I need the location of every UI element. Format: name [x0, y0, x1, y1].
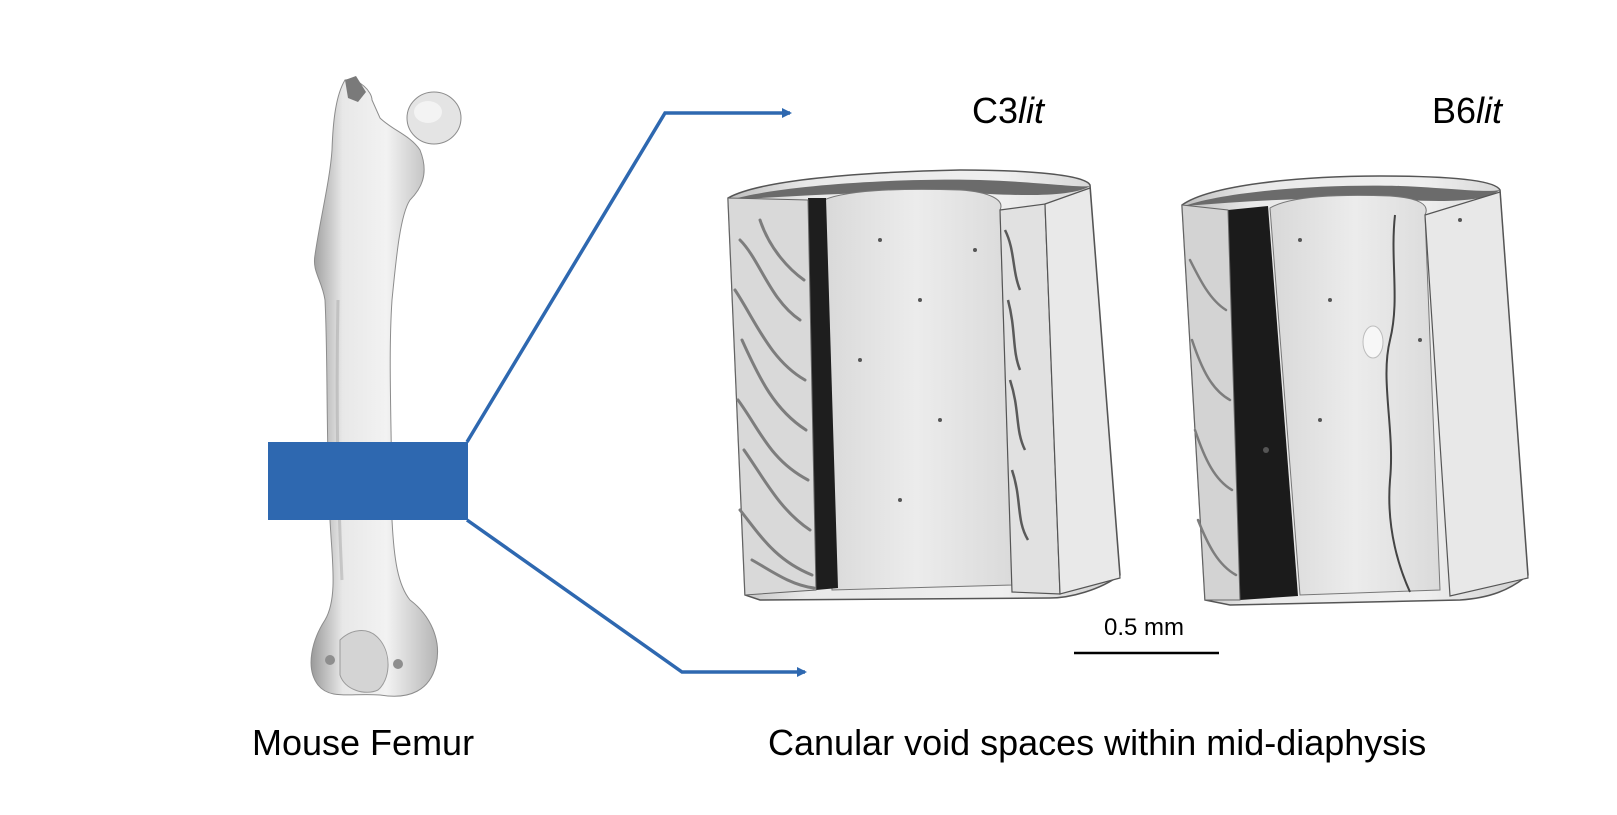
panel-title-b6lit: B6lit: [1432, 90, 1502, 132]
mid-diaphysis-highlight: [268, 442, 468, 520]
condyle-pit-left: [325, 655, 335, 665]
b6lit-left-strip: [1181, 204, 1241, 601]
panel-title-c3lit-suffix: lit: [1018, 90, 1045, 131]
c3lit-pores: [858, 238, 977, 502]
b6lit-cut-edge: [1228, 206, 1298, 600]
condyle-pit-right: [393, 659, 403, 669]
c3lit-strip-canals: [1003, 229, 1030, 541]
b6lit-pores: [1263, 218, 1462, 453]
femoral-head-highlight: [414, 101, 442, 123]
femur-caption: Mouse Femur: [252, 722, 475, 763]
c3lit-cut-edge: [808, 198, 838, 590]
greater-trochanter: [345, 76, 366, 102]
c3lit-canals: [733, 218, 816, 590]
b6lit-bulge: [1362, 325, 1384, 359]
c3lit-right-strip-2: [1044, 187, 1121, 595]
panel-title-c3lit: C3lit: [972, 90, 1044, 132]
zoom-arrow-bottom: [465, 518, 807, 677]
b6lit-canals: [1188, 258, 1238, 577]
b6lit-cortex-render: [1181, 175, 1529, 606]
c3lit-inner-face: [819, 188, 1013, 591]
femur-condyles: [339, 630, 389, 693]
panel-title-b6lit-suffix: lit: [1476, 90, 1503, 131]
b6lit-right-strip: [1424, 191, 1529, 597]
panel-title-c3lit-prefix: C3: [972, 90, 1019, 131]
scale-bar-label: 0.5 mm: [1104, 614, 1185, 641]
femur-shaft: [310, 79, 438, 697]
b6lit-seam: [1385, 214, 1411, 593]
panel-title-b6lit-prefix: B6: [1432, 90, 1477, 131]
void-spaces-caption: Canular void spaces within mid-diaphysis: [768, 722, 1427, 763]
mouse-femur: [310, 76, 462, 697]
c3lit-cortex-render: [727, 169, 1121, 601]
b6lit-inner-face: [1269, 194, 1441, 596]
zoom-arrow-top: [465, 108, 792, 443]
